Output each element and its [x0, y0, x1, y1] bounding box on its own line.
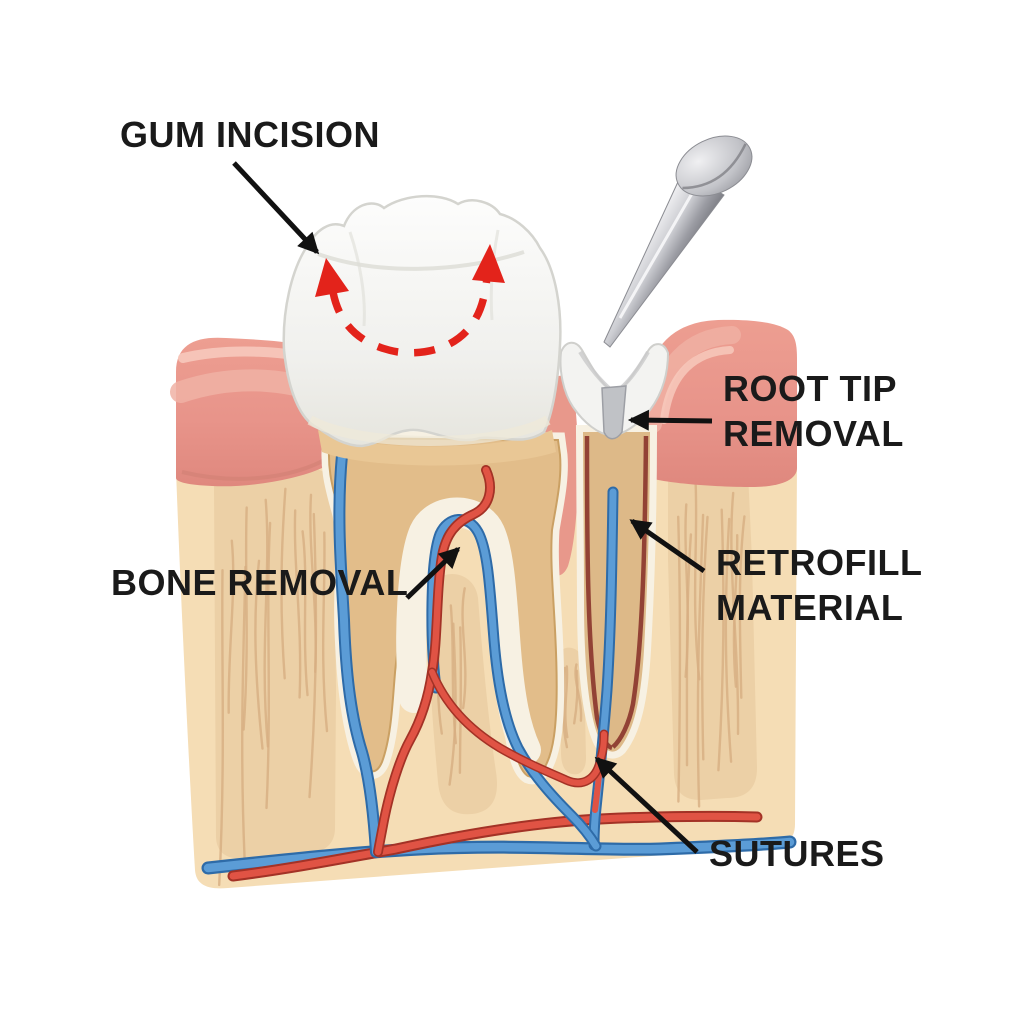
- label-bone-removal: BONE REMOVAL: [111, 562, 409, 603]
- incision-arrowhead-left: [315, 258, 349, 297]
- main-tooth-roots: [321, 430, 568, 786]
- label-root-tip-removal-line2: REMOVAL: [723, 413, 904, 454]
- incision-arrow: [315, 244, 505, 357]
- bone-fiber-texture: [218, 487, 329, 887]
- label-root-tip-removal-line1: ROOT TIP: [723, 368, 897, 409]
- incision-arrowhead-right: [472, 244, 505, 283]
- periodontal-gap: [396, 497, 541, 765]
- annotation-arrows: [232, 161, 713, 854]
- bone-removal-arrow: [405, 546, 461, 600]
- label-sutures: SUTURES: [709, 833, 885, 874]
- root-tip-removal-arrow: [627, 409, 713, 431]
- label-gum-incision: GUM INCISION: [120, 114, 381, 155]
- label-root-tip-removal: ROOT TIP REMOVAL: [723, 366, 904, 456]
- sutures-arrow: [594, 756, 699, 854]
- retrofill-material-arrow: [629, 518, 706, 574]
- label-retrofill-material-line2: MATERIAL: [716, 587, 904, 628]
- vessel-bundle-horizontal: [201, 810, 797, 882]
- gum-incision-arrow: [232, 161, 320, 255]
- main-tooth-crown: [282, 194, 562, 466]
- treated-tooth-root: [559, 341, 670, 851]
- surgical-handpiece-icon: [603, 135, 753, 348]
- blood-vessels: [333, 449, 609, 858]
- retrofill-material: [601, 385, 627, 440]
- label-retrofill-material-line1: RETROFILL: [716, 542, 923, 583]
- label-retrofill-material: RETROFILL MATERIAL: [716, 540, 922, 630]
